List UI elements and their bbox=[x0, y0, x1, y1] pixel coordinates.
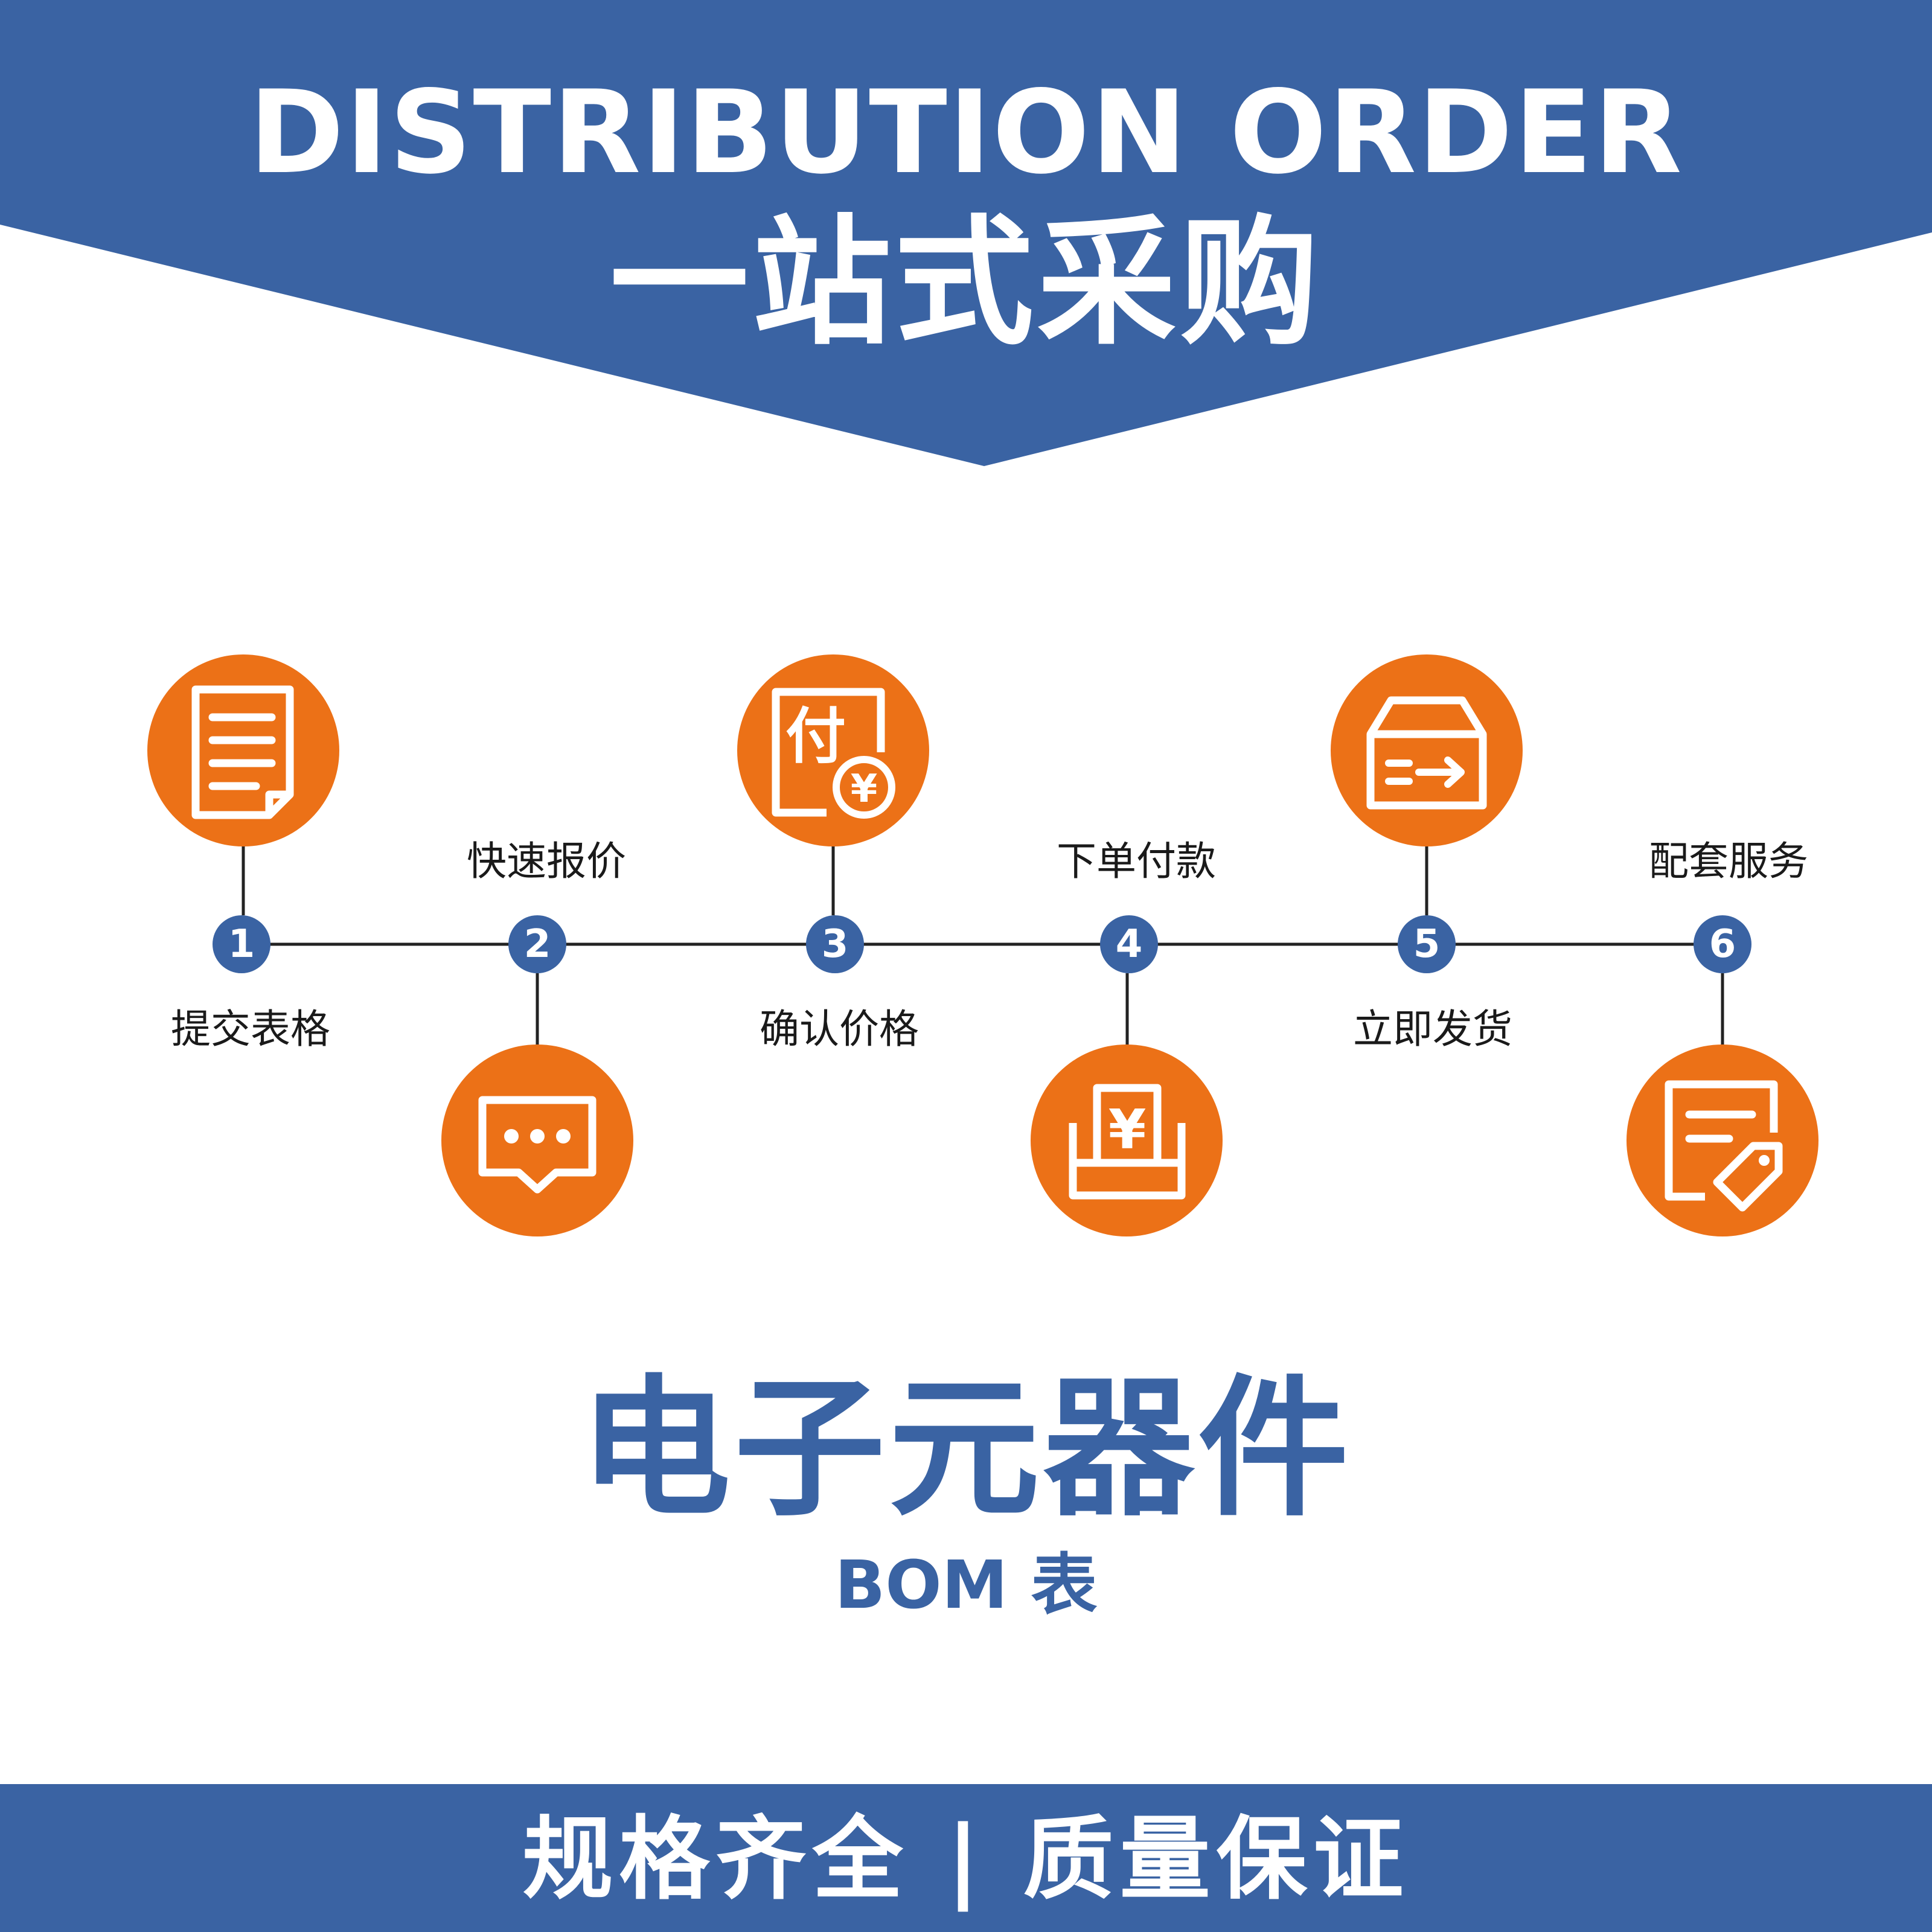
document-icon bbox=[191, 685, 294, 819]
step-4-icon-circle: ¥ bbox=[1031, 1044, 1223, 1236]
shipping-box-icon bbox=[1366, 696, 1487, 810]
step-1-label: 提交表格 bbox=[171, 1006, 330, 1052]
step-2-icon-circle bbox=[441, 1044, 633, 1236]
product-title: 电子元器件 bbox=[580, 1361, 1352, 1537]
step-5-label: 立即发货 bbox=[1353, 1006, 1512, 1052]
step-4-label: 下单付款 bbox=[1057, 838, 1216, 884]
step-5-number: 5 bbox=[1398, 915, 1456, 973]
title-english: DISTRIBUTION ORDER bbox=[249, 66, 1683, 199]
svg-text:¥: ¥ bbox=[1108, 1098, 1147, 1162]
footer-bar bbox=[0, 1784, 1932, 1932]
chat-bubble-icon bbox=[478, 1096, 597, 1194]
step-6-label: 配套服务 bbox=[1649, 838, 1808, 884]
step-1-icon-circle bbox=[147, 654, 339, 846]
step-2-label: 快速报价 bbox=[467, 838, 626, 884]
step-3-icon-circle: 付 ¥ bbox=[737, 654, 929, 846]
step-3-number: 3 bbox=[806, 915, 864, 973]
step-3-label: 确认价格 bbox=[760, 1006, 919, 1052]
yuan-receipt-icon: ¥ bbox=[1069, 1084, 1186, 1200]
payment-yuan-icon: 付 ¥ bbox=[772, 688, 895, 819]
step-5-icon-circle bbox=[1331, 654, 1523, 846]
title-chinese: 一站式采购 bbox=[609, 203, 1322, 364]
form-tag-icon bbox=[1665, 1080, 1783, 1212]
header-banner bbox=[0, 0, 1932, 466]
footer-slogan: 规格齐全 | 质量保证 bbox=[522, 1807, 1410, 1912]
step-6-number: 6 bbox=[1694, 915, 1751, 973]
step-1-number: 1 bbox=[213, 915, 270, 973]
step-6-icon-circle bbox=[1627, 1044, 1818, 1236]
step-4-number: 4 bbox=[1100, 915, 1158, 973]
svg-text:付: 付 bbox=[785, 701, 846, 772]
step-2-number: 2 bbox=[508, 915, 566, 973]
svg-text:¥: ¥ bbox=[851, 767, 878, 811]
product-subtitle: BOM 表 bbox=[834, 1546, 1098, 1623]
